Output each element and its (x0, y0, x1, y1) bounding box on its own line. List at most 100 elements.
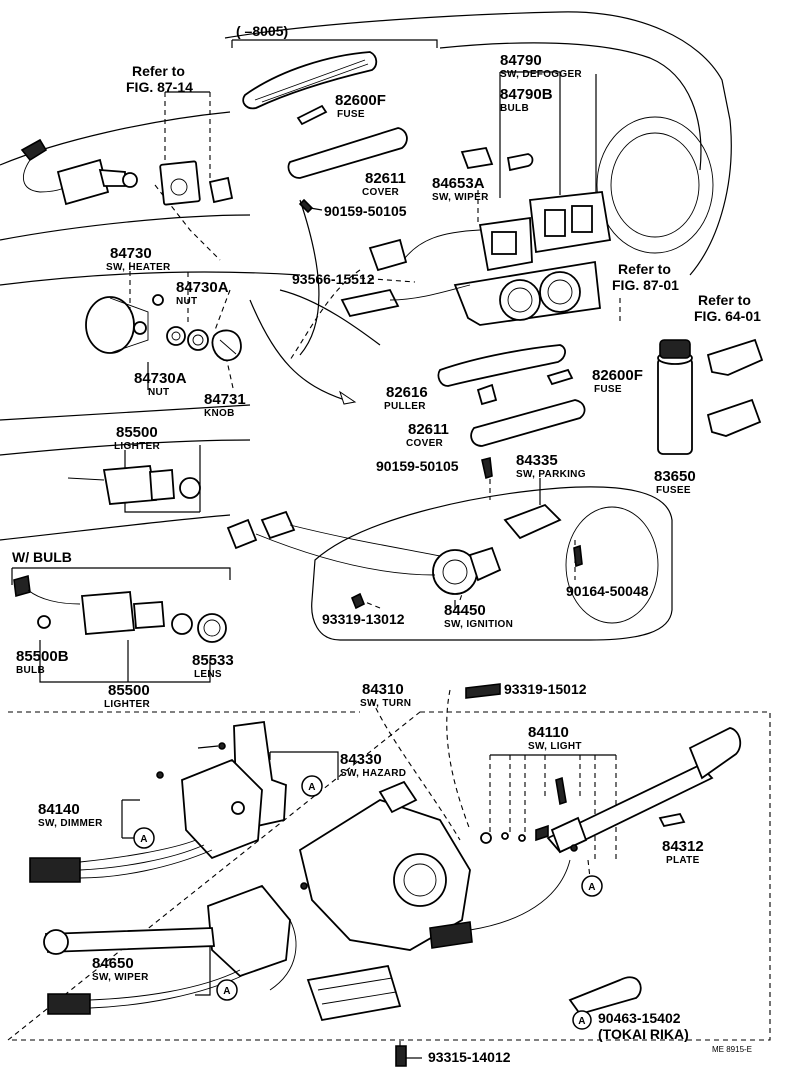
defogger-switch (529, 191, 612, 254)
part-name-84650: SW, WIPER (92, 972, 149, 983)
fig-87-14-label: FIG. 87-14 (126, 79, 193, 95)
part-number-84790: 84790 (500, 52, 542, 69)
refer-to-label-64-01: Refer to (698, 292, 751, 308)
wiper-switch-column (43, 882, 308, 1015)
part-name-82611-top: COVER (362, 187, 400, 198)
part-number-84730: 84730 (110, 245, 152, 262)
marker-a-hazard: A (301, 775, 323, 797)
part-number-90164: 90164-50048 (566, 583, 649, 599)
part-number-84140: 84140 (38, 801, 80, 818)
heater-switch-assembly-top (20, 138, 234, 206)
part-name-84335: SW, PARKING (516, 469, 586, 480)
part-number-84335: 84335 (516, 452, 558, 469)
marker-a-dimmer: A (133, 827, 155, 849)
part-name-84790B: BULB (500, 103, 529, 114)
part-name-82611-mid: COVER (406, 438, 444, 449)
light-switch-stalk (546, 727, 742, 854)
connector-block (306, 964, 402, 1022)
fuse-top (296, 104, 328, 126)
part-number-82611-top: 82611 (365, 170, 406, 187)
svg-text:A: A (223, 986, 231, 997)
svg-text:A: A (578, 1016, 586, 1027)
part-number-90159-mid: 90159-50105 (376, 458, 459, 474)
refer-to-label-87-01: Refer to (618, 261, 671, 277)
puller (476, 383, 498, 406)
screw-90159-top (298, 198, 323, 214)
w-bulb-label: W/ BULB (12, 549, 72, 565)
cover-mid (470, 399, 586, 447)
part-name-84653A: SW, WIPER (432, 192, 489, 203)
parking-switch (503, 503, 562, 540)
turn-switch-body (298, 780, 471, 951)
part-number-84730A-1: 84730A (176, 279, 229, 296)
part-number-93315: 93315-14012 (428, 1049, 511, 1065)
fusee-bracket (706, 338, 764, 437)
wiper-switch-dash (404, 216, 533, 272)
part-number-84790B: 84790B (500, 86, 553, 103)
connector-93566 (340, 238, 471, 318)
screw-93319-13012 (350, 592, 366, 610)
refer-to-label-87-14: Refer to (132, 63, 185, 79)
part-number-84731: 84731 (204, 391, 246, 408)
part-number-84653A: 84653A (432, 175, 485, 192)
part-number-84330: 84330 (340, 751, 382, 768)
part-name-84730: SW, HEATER (106, 262, 171, 273)
screw-93319-15012 (465, 683, 501, 699)
screw-90164 (573, 544, 583, 568)
part-name-85500-top: LIGHTER (114, 441, 160, 452)
part-number-85500-top: 85500 (116, 424, 158, 441)
dashboard-outline (0, 11, 732, 641)
svg-text:A: A (588, 882, 596, 893)
footer-code: ME 8915-E (712, 1045, 752, 1054)
part-name-85533: LENS (194, 669, 222, 680)
fig-64-01-label: FIG. 64-01 (694, 308, 761, 324)
part-name-84730A-2: NUT (148, 387, 169, 398)
part-number-84650: 84650 (92, 955, 134, 972)
part-name-82600F-top: FUSE (337, 109, 365, 120)
lighter-assembly (67, 465, 201, 505)
part-number-93319-13012: 93319-13012 (322, 611, 405, 627)
part-number-84312: 84312 (662, 838, 704, 855)
heater-nuts (166, 326, 209, 351)
svg-text:A: A (140, 834, 148, 845)
light-switch-parts (429, 776, 578, 949)
part-name-84330: SW, HAZARD (340, 768, 406, 779)
part-name-90463: (TOKAI RIKA) (598, 1026, 689, 1042)
svg-text:A: A (308, 782, 316, 793)
part-name-85500B: BULB (16, 665, 45, 676)
fusee (657, 339, 693, 455)
screw-93315 (395, 1045, 422, 1067)
part-number-82616: 82616 (386, 384, 428, 401)
clip-90463 (568, 976, 642, 1016)
bottom-vent (437, 344, 566, 387)
part-name-84312: PLATE (666, 855, 700, 866)
part-number-85500B: 85500B (16, 648, 69, 665)
marker-a-wiper: A (216, 979, 238, 1001)
ignition-harness (226, 510, 441, 576)
part-number-85500-bot: 85500 (108, 682, 150, 699)
part-name-85500-bot: LIGHTER (104, 699, 150, 710)
dimmer-switch (29, 758, 263, 883)
part-number-93319-15012: 93319-15012 (504, 681, 587, 697)
part-name-82600F-mid: FUSE (594, 384, 622, 395)
part-name-84110: SW, LIGHT (528, 741, 582, 752)
part-name-84730A-1: NUT (176, 296, 197, 307)
bracket-top-label: ( –8005) (236, 23, 288, 39)
cover-top (287, 127, 408, 179)
part-name-84450: SW, IGNITION (444, 619, 513, 630)
part-number-93566: 93566-15512 (292, 271, 375, 287)
part-name-84731: KNOB (204, 408, 235, 419)
part-number-82600F-mid: 82600F (592, 367, 643, 384)
top-vent-panel (242, 51, 378, 110)
part-name-84310: SW, TURN (360, 698, 411, 709)
part-number-84310: 84310 (362, 681, 404, 698)
part-number-82600F-top: 82600F (335, 92, 386, 109)
heater-knob (211, 329, 242, 362)
ignition-switch (432, 546, 502, 595)
plate (658, 812, 686, 828)
part-number-84110: 84110 (528, 724, 569, 741)
fuse-mid (546, 368, 574, 386)
part-number-85533: 85533 (192, 652, 234, 669)
part-number-82611-mid: 82611 (408, 421, 449, 438)
